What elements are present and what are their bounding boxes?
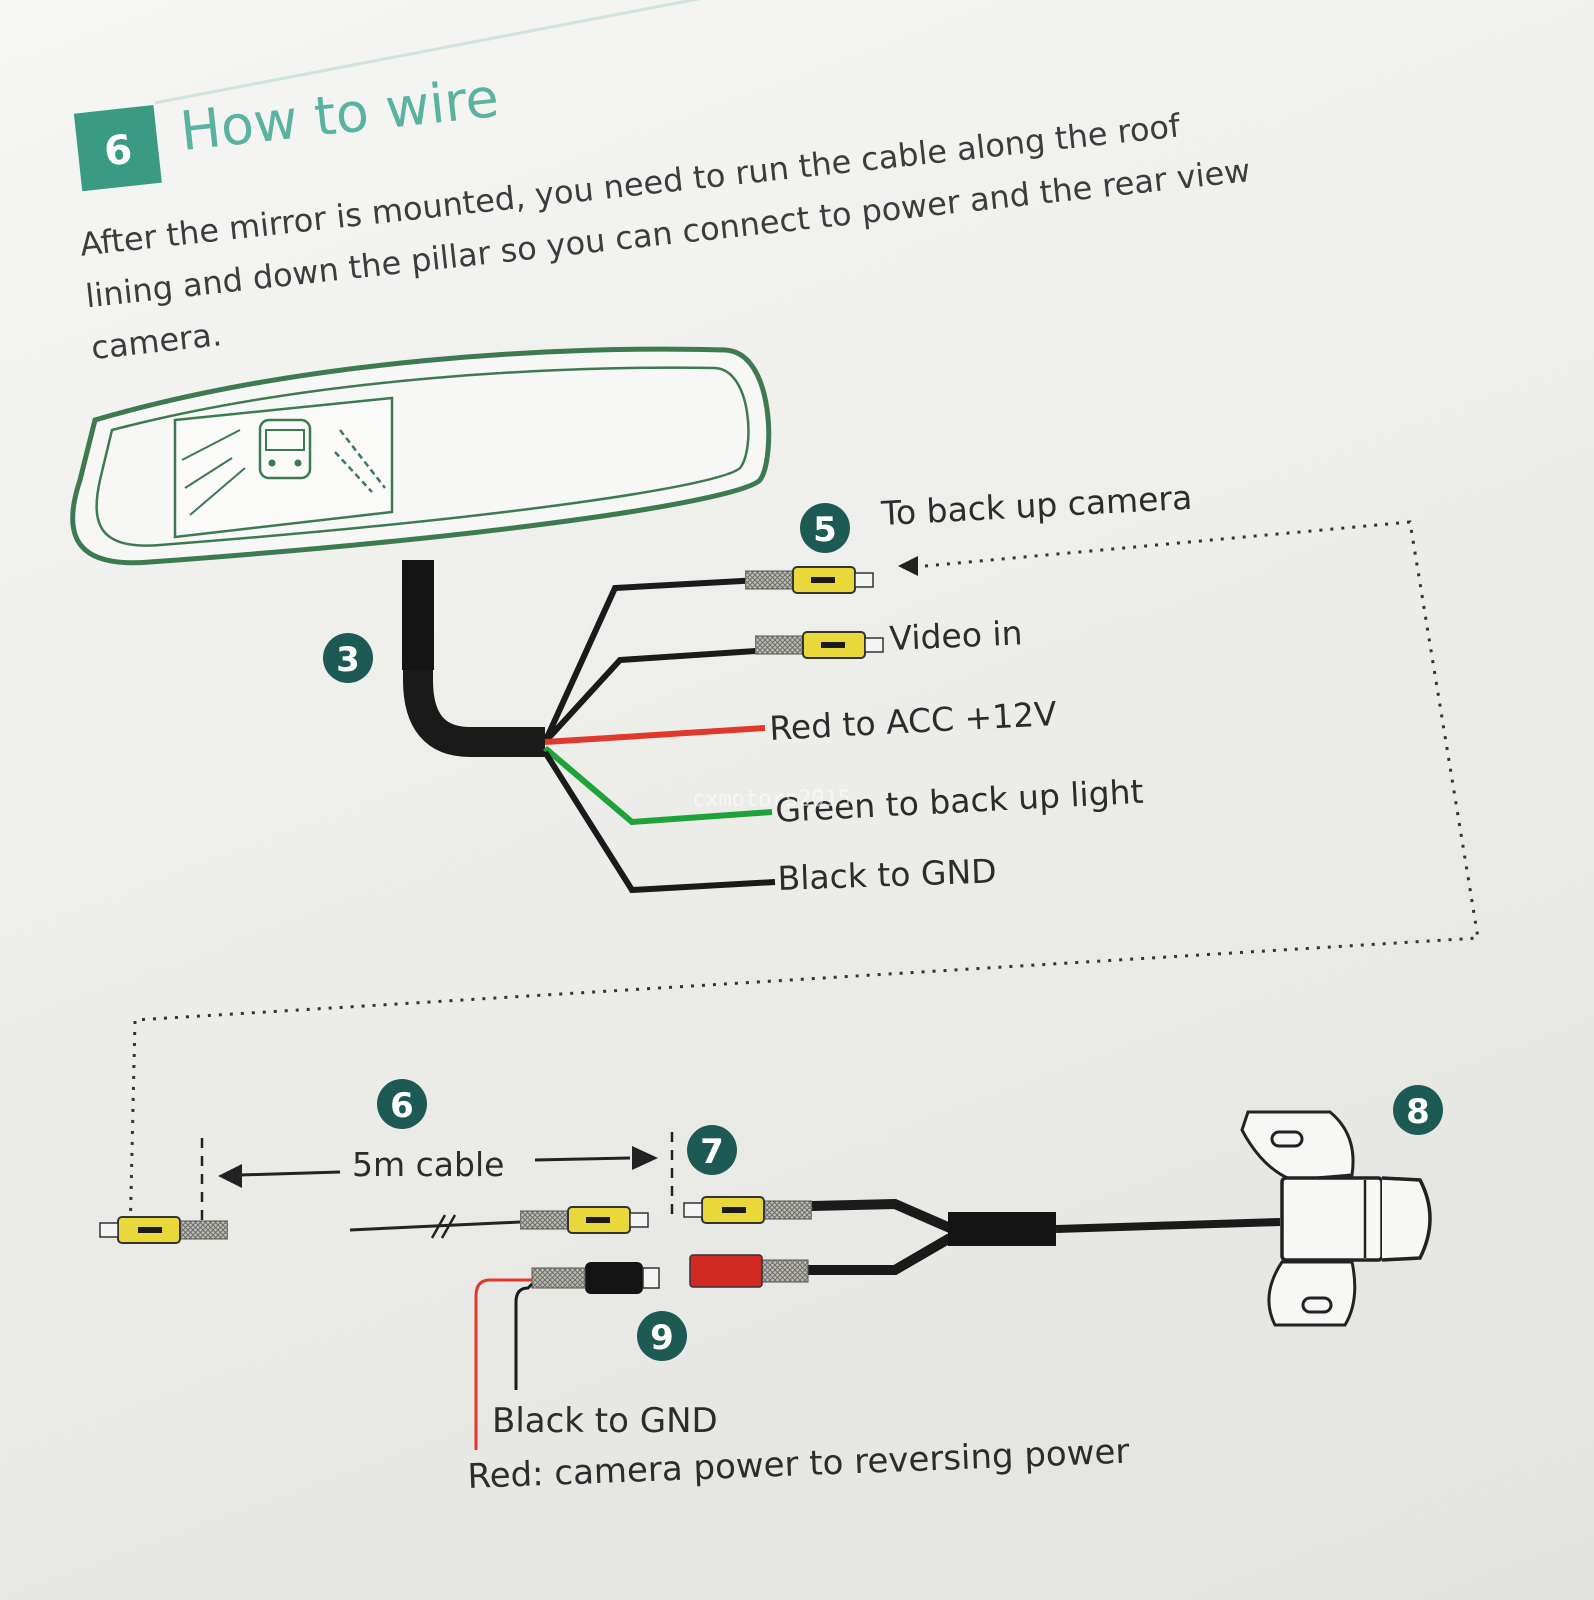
mirror-illustration [70, 346, 772, 566]
watermark: cxmotors2015 [692, 787, 851, 812]
camera-power-plug [689, 1254, 763, 1288]
arrow-to-camera [898, 556, 918, 576]
rca-connector-video-in [755, 631, 884, 659]
label-black-to-gnd-top: Black to GND [777, 851, 997, 898]
callout-9-number: 9 [650, 1318, 674, 1358]
label-to-back-up-camera: To back up camera [879, 478, 1193, 533]
camera-rca-connector [683, 1196, 812, 1224]
callout-6-number: 6 [390, 1086, 414, 1126]
green-wire-light [543, 745, 773, 826]
red-wire-acc [544, 725, 766, 745]
callout-7-number: 7 [700, 1132, 724, 1172]
extension-rca-left [99, 1216, 228, 1244]
extension-cable [99, 1132, 674, 1244]
label-video-in: Video in [889, 613, 1024, 658]
section-title: How to wire [177, 66, 502, 163]
extension-rca-right [520, 1206, 649, 1234]
callout-3 [323, 633, 373, 683]
section-number: 6 [102, 127, 135, 176]
callout-9 [637, 1311, 687, 1361]
section-number-badge [73, 105, 162, 192]
callout-8 [1393, 1085, 1443, 1135]
label-black-to-gnd-bottom: Black to GND [492, 1401, 718, 1441]
power-lead [474, 1262, 660, 1450]
label-5m-cable: 5m cable [352, 1145, 504, 1184]
rca-connector-to-camera [745, 566, 874, 594]
callout-8-number: 8 [1406, 1092, 1430, 1132]
camera-power-red-wire [474, 1278, 532, 1450]
callout-5 [800, 503, 850, 553]
mirror-harness [402, 560, 884, 894]
callout-5-number: 5 [813, 510, 837, 550]
camera-cable [683, 1196, 1281, 1288]
callout-6 [377, 1079, 427, 1129]
black-wire-gnd [542, 750, 776, 894]
camera-power-black-wire [514, 1282, 534, 1390]
callout-7 [687, 1125, 737, 1175]
camera-illustration [1240, 1110, 1432, 1327]
label-red-camera-power: Red: camera power to reversing power [467, 1432, 1130, 1497]
label-red-to-acc: Red to ACC +12V [768, 694, 1058, 748]
intro-line-3: camera. [89, 315, 223, 367]
callout-3-number: 3 [336, 640, 360, 680]
